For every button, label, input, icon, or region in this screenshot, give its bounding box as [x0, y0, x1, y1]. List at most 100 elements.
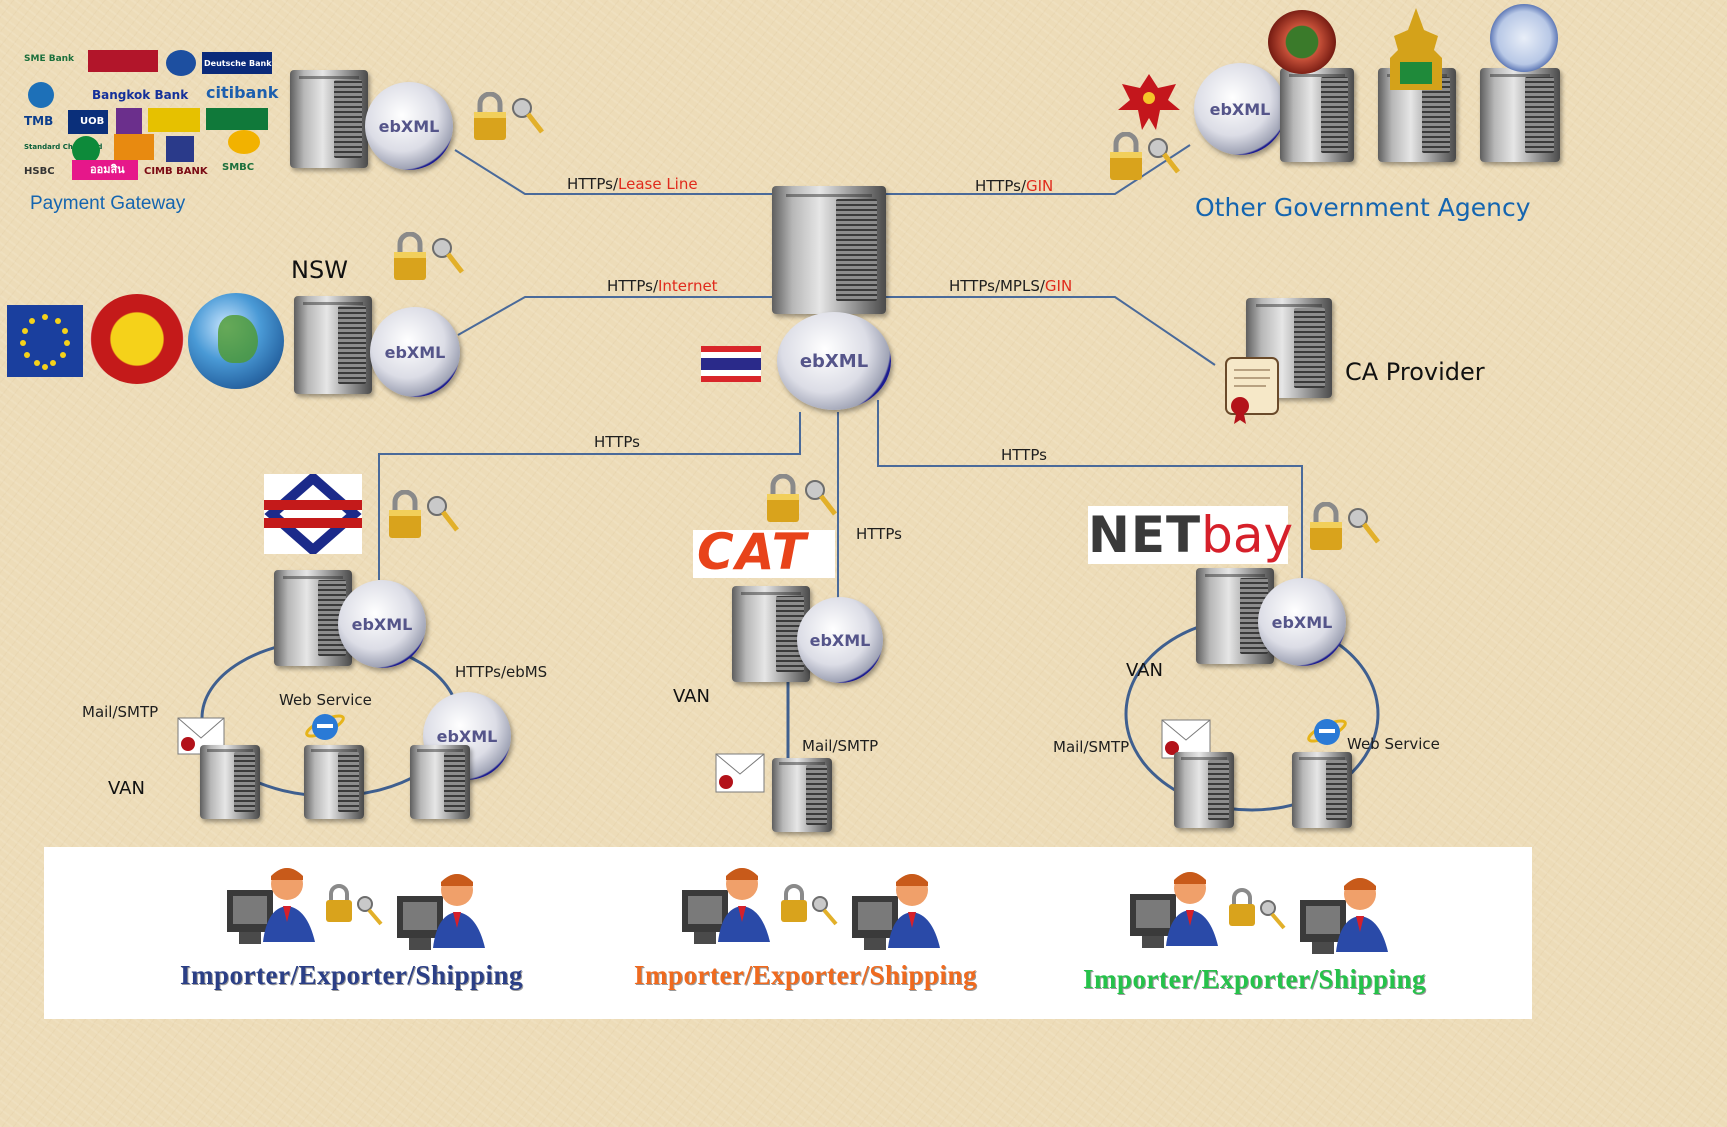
- footer-caption-right: Importer/Exporter/Shipping: [1083, 964, 1427, 994]
- netbay-logo-bay: bay: [1201, 506, 1294, 564]
- bank-logo: SME Bank: [24, 54, 75, 64]
- bank-logo: CIMB BANK: [144, 166, 208, 177]
- nsw-label: NSW: [291, 256, 348, 284]
- user-computer-icons: [227, 868, 485, 950]
- link-label-nsw: HTTPs/Internet: [607, 277, 718, 295]
- ie-icon: [304, 707, 346, 745]
- lock-key-icon: [781, 884, 838, 926]
- garuda-emblem: [1116, 70, 1182, 134]
- agency-seal-tree: [1268, 10, 1336, 74]
- netbay-logo: NETbay: [1088, 506, 1293, 564]
- left-van-mail-label: Mail/SMTP: [82, 703, 159, 721]
- agency-seal-palace: [1386, 6, 1446, 90]
- lock-key-icon: [326, 884, 383, 926]
- bank-logo: [148, 108, 200, 132]
- nsw-ebxml: ebXML: [370, 307, 460, 397]
- center-server: [772, 186, 886, 314]
- middle-van-mail-label: Mail/SMTP: [802, 737, 879, 755]
- left-van-client-2: [304, 745, 364, 819]
- user-group-right: [1128, 866, 1398, 956]
- payment-gateway-server: [290, 70, 368, 168]
- payment-gateway-ebxml: ebXML: [365, 82, 453, 170]
- user-icon: [227, 868, 315, 944]
- footer-caption-left: Importer/Exporter/Shipping: [180, 960, 524, 990]
- lock-key-icon: [390, 231, 466, 288]
- user-icon: [1300, 878, 1388, 954]
- link-ca-provider: [885, 296, 1216, 366]
- link-label-right-van: HTTPs: [1001, 446, 1047, 464]
- left-van-web-label: Web Service: [279, 691, 372, 709]
- middle-van-client: [772, 758, 832, 832]
- user-icon: [1130, 872, 1218, 948]
- left-van-ebxml: ebXML: [338, 580, 426, 668]
- agency-seal-deity: [1490, 4, 1558, 72]
- center-ebxml: ebXML: [777, 312, 891, 410]
- mail-icon: [708, 738, 772, 798]
- link-label-left-van: HTTPs: [594, 433, 640, 451]
- user-icon: [682, 868, 770, 944]
- connection-lines: [200, 144, 1380, 812]
- left-van-client-3: [410, 745, 470, 819]
- bank-logo: [116, 108, 142, 134]
- cat-logo-panel: [693, 530, 835, 578]
- right-van-client-1: [1174, 752, 1234, 828]
- bank-logo: [114, 134, 154, 160]
- bank-logo: Standard Chartered: [24, 143, 103, 151]
- lock-key-icon: [1306, 501, 1382, 558]
- bank-logo: [72, 136, 100, 164]
- customs-logo: [264, 471, 362, 557]
- link-label-payment: HTTPs/Lease Line: [567, 175, 698, 193]
- gov-server-3: [1480, 68, 1560, 162]
- bank-logo: SMBC: [222, 162, 255, 173]
- bank-logo: citibank: [206, 83, 279, 102]
- left-van-ebms-label: HTTPs/ebMS: [455, 663, 548, 681]
- bank-logo: [28, 82, 54, 108]
- right-van-label: VAN: [1126, 660, 1163, 681]
- bank-logo: [166, 136, 194, 162]
- user-computer-icons: [682, 868, 940, 950]
- left-van-client-1: [200, 745, 260, 819]
- user-group-left: [225, 862, 495, 952]
- eu-flag: [7, 305, 83, 377]
- payment-gateway-label: Payment Gateway: [30, 193, 186, 214]
- lock-key-icon: [763, 473, 839, 530]
- middle-van-ebxml: ebXML: [797, 597, 883, 683]
- link-left-van: [378, 412, 801, 580]
- bank-logo: Bangkok Bank: [92, 88, 189, 102]
- link-nsw: [457, 296, 775, 336]
- user-group-middle: [680, 862, 950, 952]
- link-label-gov: HTTPs/GIN: [975, 177, 1054, 195]
- link-payment-gateway: [454, 149, 775, 195]
- bank-logo: [202, 52, 272, 74]
- footer-caption-middle: Importer/Exporter/Shipping: [634, 960, 978, 990]
- ca-provider-label: CA Provider: [1345, 358, 1485, 386]
- bank-logo: HSBC: [24, 166, 55, 177]
- thailand-flag: [701, 346, 761, 382]
- lock-key-icon: [1229, 888, 1286, 930]
- bank-logo: [88, 50, 158, 72]
- user-computer-icons: [1130, 872, 1388, 954]
- left-van-label: VAN: [108, 778, 145, 799]
- lock-key-icon: [385, 489, 461, 546]
- right-van-client-2: [1292, 752, 1352, 828]
- bank-logo: [68, 110, 108, 134]
- bank-logo: [206, 108, 268, 130]
- link-right-van: [877, 400, 1303, 580]
- ca-server: [1246, 298, 1332, 398]
- lock-key-icon: [470, 91, 546, 148]
- lock-key-icon: [1106, 131, 1182, 188]
- link-other-government: [885, 144, 1191, 195]
- nsw-server: [294, 296, 372, 394]
- netbay-logo-panel: [1088, 506, 1288, 564]
- asean-logo: [90, 294, 184, 384]
- bank-logo: TMB: [24, 114, 54, 128]
- right-van-ebxml: ebXML: [1258, 578, 1346, 666]
- bank-logo: Deutsche Bank: [204, 59, 272, 68]
- certificate-icon: [1218, 352, 1288, 426]
- link-label-middle-van: HTTPs: [856, 525, 902, 543]
- link-label-ca: HTTPs/MPLS/GIN: [949, 277, 1073, 295]
- bank-logo: [228, 130, 260, 154]
- netbay-logo-net: NET: [1088, 506, 1202, 564]
- globe-icon: [188, 293, 284, 389]
- middle-van-label: VAN: [673, 686, 710, 707]
